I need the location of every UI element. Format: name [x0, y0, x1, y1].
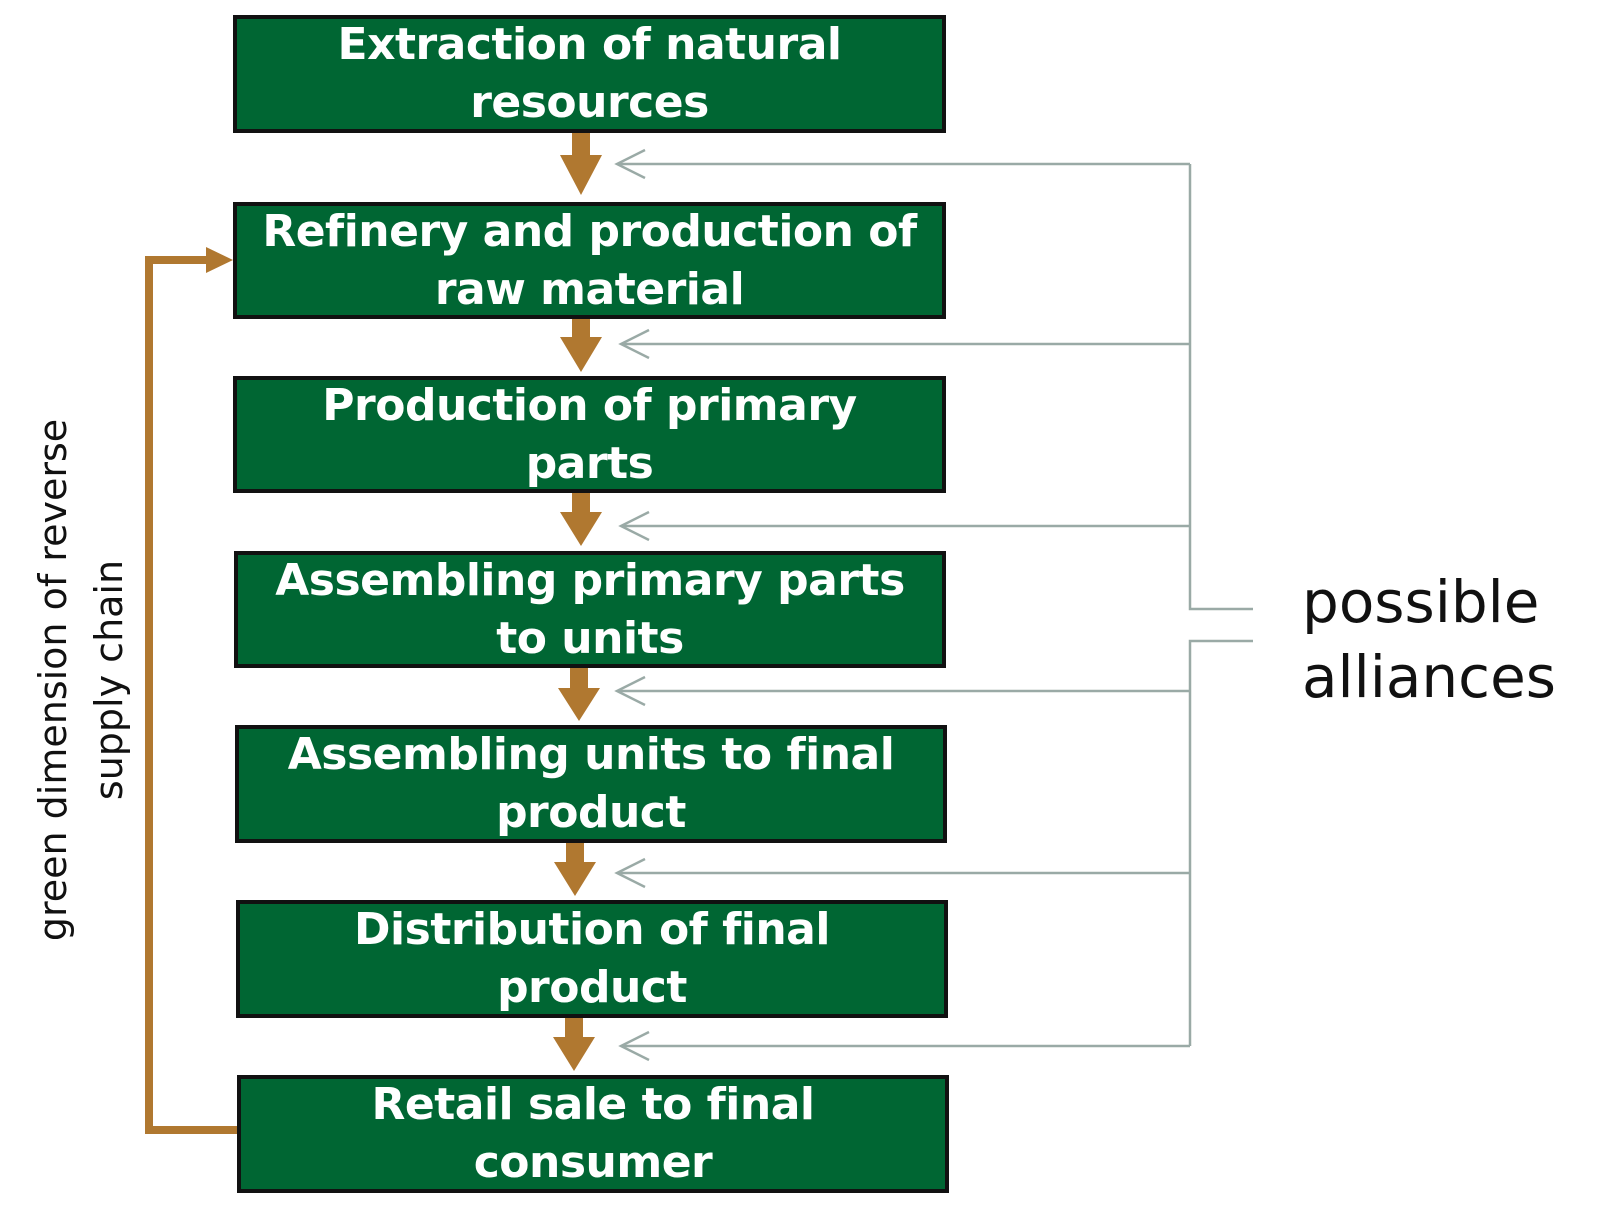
- stage-label-line1: Refinery and production of: [262, 205, 917, 257]
- alliances-label-line1: possible: [1302, 568, 1540, 636]
- flow-arrows: [553, 133, 602, 1071]
- reverse-chain-label: green dimension of reverse supply chain: [25, 380, 137, 980]
- stage-label-line2: raw material: [434, 263, 745, 315]
- alliance-bracket-lower: [1188, 639, 1253, 1046]
- stage-label-line1: Production of primary: [322, 379, 857, 431]
- stage-extraction: Extraction of natural resources: [233, 15, 946, 133]
- flow-arrow-3: [560, 493, 602, 546]
- alliance-arrowhead-4: [614, 675, 646, 707]
- stage-label-line1: Extraction of natural: [337, 19, 842, 70]
- flow-arrow-2: [560, 319, 602, 372]
- reverse-chain-label-line2: supply chain: [87, 559, 131, 801]
- alliance-arrowhead-1: [614, 148, 646, 180]
- alliance-arrowhead-5: [614, 857, 646, 889]
- stage-refinery: Refinery and production of raw material: [233, 202, 946, 319]
- reverse-loop-arrowhead: [206, 247, 233, 273]
- stage-label: Assembling units to final product: [268, 726, 915, 842]
- stage-label-line1: Retail sale to final: [371, 1079, 815, 1130]
- alliances-label-line2: alliances: [1302, 643, 1556, 711]
- reverse-chain-label-line1: green dimension of reverse: [31, 418, 75, 942]
- alliances-label: possible alliances: [1302, 565, 1602, 715]
- stage-label: Distribution of final product: [334, 901, 850, 1017]
- stage-label: Extraction of natural resources: [318, 16, 862, 132]
- stage-label: Retail sale to final consumer: [352, 1076, 835, 1192]
- flow-arrow-6: [553, 1018, 595, 1071]
- flow-arrow-4: [558, 668, 600, 721]
- flow-arrow-1: [560, 133, 602, 195]
- stage-label: Assembling primary parts to units: [255, 552, 925, 668]
- stage-label-line2: parts: [525, 437, 654, 489]
- stage-label-line2: consumer: [473, 1137, 713, 1188]
- stage-retail: Retail sale to final consumer: [237, 1075, 949, 1193]
- reverse-loop-arrow: [145, 256, 237, 1134]
- alliance-bracket-upper: [1188, 164, 1253, 611]
- alliance-lines: [614, 148, 1253, 1062]
- stage-label-line2: to units: [496, 612, 684, 664]
- alliance-arrowhead-3: [618, 510, 650, 542]
- flow-arrow-5: [554, 843, 596, 896]
- stage-label-line1: Assembling primary parts: [275, 554, 905, 606]
- stage-label-line2: product: [496, 787, 686, 838]
- stage-assembling-parts: Assembling primary parts to units: [234, 551, 946, 668]
- alliance-arrowhead-6: [618, 1030, 650, 1062]
- stage-label-line1: Assembling units to final: [287, 729, 895, 780]
- stage-label: Refinery and production of raw material: [242, 203, 936, 319]
- stage-primary-parts: Production of primary parts: [233, 376, 946, 493]
- stage-label-line2: resources: [470, 77, 709, 128]
- stage-label-line2: product: [497, 962, 687, 1013]
- alliance-arrowhead-2: [618, 328, 650, 360]
- stage-assembling-units: Assembling units to final product: [235, 725, 947, 843]
- stage-label: Production of primary parts: [302, 377, 876, 493]
- stage-label-line1: Distribution of final: [354, 904, 830, 955]
- stage-distribution: Distribution of final product: [236, 900, 948, 1018]
